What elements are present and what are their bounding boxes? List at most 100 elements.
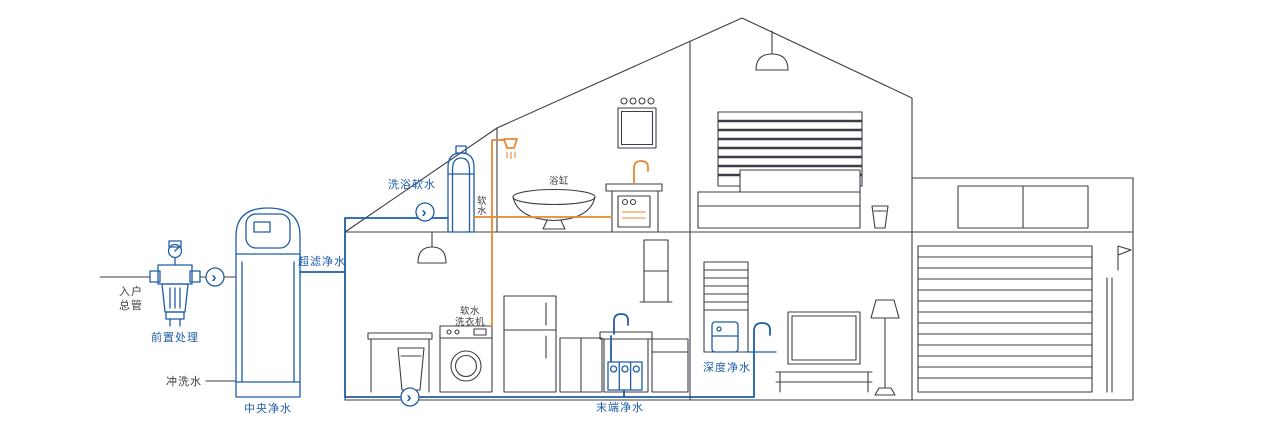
vanity-light: [647, 97, 655, 105]
desk-top: [367, 332, 433, 340]
pre-filter-unit: [149, 240, 201, 327]
label-pre-treatment: 前置处理: [151, 330, 199, 344]
filter-bowl: [161, 283, 189, 313]
ceiling-lamp-bedroom: [755, 30, 789, 71]
flow-arrow-icon: ›: [422, 204, 427, 221]
heater-knob: [621, 198, 629, 206]
deep-purifier-unit: [711, 321, 777, 353]
heater-knob: [629, 198, 637, 206]
label-central-purifier: 中央净水: [244, 401, 292, 415]
flow-arrow-circle: [415, 202, 435, 222]
floor-lamp: [870, 299, 900, 396]
washer-drum-inner: [454, 354, 478, 378]
mirror-cabinet: [617, 97, 657, 149]
label-soft-washer-line2: 洗衣机: [455, 316, 485, 328]
blinds-slats: [718, 119, 862, 177]
tv-frame: [787, 311, 861, 365]
washer-knob: [454, 329, 460, 335]
filter-head: [157, 264, 193, 285]
house-structure: [344, 17, 1134, 401]
desk: [367, 332, 433, 393]
label-ultrafiltration: 超滤净水: [298, 254, 346, 268]
garage-door-frame: [917, 245, 1093, 393]
bathroom: [512, 97, 673, 303]
ceiling-lamp-kitchen: [417, 231, 447, 264]
bathroom-vanity: [605, 160, 663, 233]
sink-counter: [599, 331, 653, 340]
lamp-shade: [417, 246, 447, 264]
tv-stand: [775, 371, 873, 393]
pipe-wall-riser: [344, 217, 449, 398]
waste-bin: [871, 205, 889, 229]
label-bathtub: 浴缸: [549, 175, 569, 187]
flow-arrow-circle: [400, 387, 420, 407]
inlet-section: [99, 207, 301, 398]
cartridge-cap: [621, 365, 629, 373]
flow-arrow-icon: ›: [407, 389, 412, 406]
inlet-port: [149, 270, 161, 283]
undersink-purifier-body: [607, 361, 643, 391]
shower-drips: [506, 152, 516, 159]
kitchen: [367, 295, 689, 393]
pipes-purified-water: [299, 217, 755, 398]
tank-display: [253, 221, 271, 233]
cartridge-cap: [632, 365, 640, 373]
washer-display: [473, 328, 487, 336]
bathtub: [512, 188, 596, 230]
pipes-soft-water: [473, 138, 613, 327]
flow-arrow-attic: ›: [415, 202, 435, 222]
bed-headboard: [739, 169, 861, 193]
filter-vent: [168, 240, 182, 248]
pipe-soft-riser: [491, 139, 505, 327]
lamp-shade: [870, 299, 900, 319]
vanity-light: [638, 97, 646, 105]
cartridge-dividers: [618, 361, 632, 391]
sink-cabinet: [603, 338, 649, 393]
living-room: [703, 261, 900, 396]
tank-head-panel: [245, 213, 291, 249]
outlet-port: [189, 270, 201, 283]
vanity-light: [629, 97, 637, 105]
vanity-cabinet: [611, 190, 659, 233]
washer-body: [439, 325, 493, 393]
filter-base: [165, 311, 185, 320]
bath-softener-unit: [447, 145, 475, 233]
central-purifier-unit: [235, 207, 301, 398]
deep-purifier-indicator: [716, 326, 722, 332]
tv-screen: [791, 315, 857, 361]
kitchen-cabinet: [559, 337, 603, 393]
tank-contours: [241, 261, 295, 383]
gauge-needle: [174, 246, 180, 252]
attic: [417, 145, 475, 264]
label-entry-main-line2: 总管: [119, 298, 143, 312]
labels: 入户 总管 前置处理 冲洗水 中央净水 超滤净水 洗浴软水 软 水 浴缸 软水 …: [119, 175, 751, 415]
softener-inner-contour: [451, 157, 471, 233]
label-terminal-purifier: 末端净水: [596, 400, 644, 414]
garage-door: [917, 245, 1093, 393]
deep-purifier-faucet: [753, 322, 771, 353]
shower-head: [503, 138, 518, 159]
flow-arrow-inlet: ›: [205, 267, 225, 287]
cartridge-cap: [609, 365, 618, 373]
lamp-base: [874, 387, 896, 396]
sink-unit: [599, 331, 653, 393]
label-soft-water-line2: 水: [477, 205, 487, 217]
water-heater: [617, 195, 651, 228]
vanity-light: [620, 97, 628, 105]
washer-drum: [450, 350, 482, 382]
tank-body: [235, 207, 301, 398]
label-soft-water-line1: 软: [477, 195, 487, 207]
lamp-shade: [755, 53, 789, 71]
bedroom: [697, 30, 889, 229]
label-deep-purifier: 深度净水: [703, 360, 751, 374]
label-flush-water: 冲洗水: [166, 374, 202, 388]
tv: [787, 311, 861, 365]
softener-cap: [455, 145, 467, 154]
kitchen-window: [639, 239, 673, 303]
terminal-purifier-unit: [607, 313, 643, 391]
deep-purifier-body: [711, 321, 739, 353]
washer-knob: [446, 329, 452, 335]
garage-door-slats: [917, 256, 1093, 379]
